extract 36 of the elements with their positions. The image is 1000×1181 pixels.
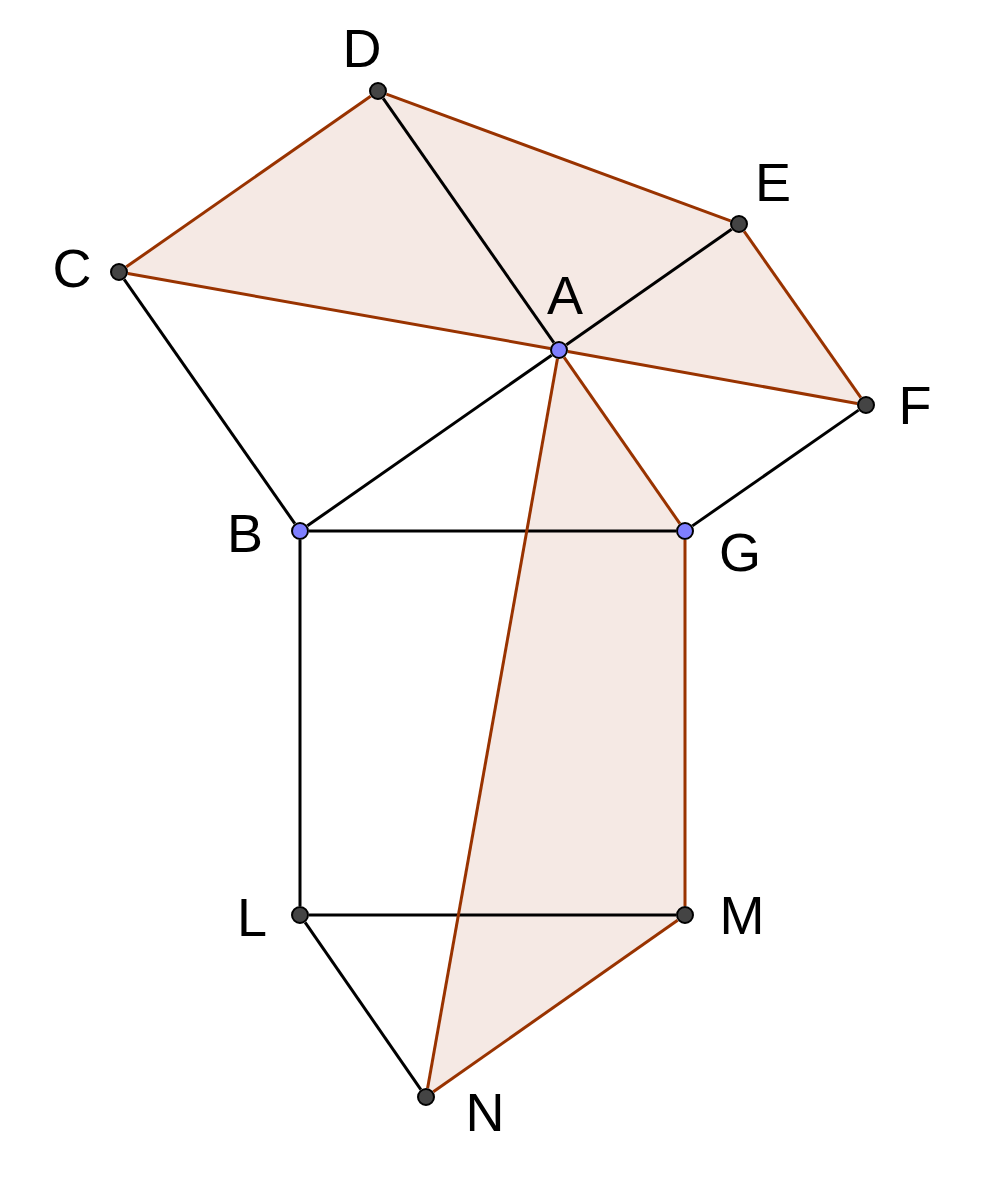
point-label: B (227, 506, 263, 560)
point-label: D (342, 21, 382, 75)
line-segment (298, 540, 302, 906)
line-segment (381, 97, 556, 344)
point-dot (730, 215, 748, 233)
line-segment (562, 356, 682, 525)
line-segment (127, 272, 551, 350)
point-label: C (52, 241, 92, 295)
point-dot (110, 263, 128, 281)
point-dot (676, 906, 694, 924)
line-segment (309, 529, 676, 533)
line-segment (683, 540, 687, 906)
line-segment (125, 94, 372, 269)
point-label: F (898, 378, 932, 432)
line-segment (742, 230, 863, 399)
point-label: M (719, 888, 765, 942)
line-segment (309, 913, 676, 917)
point-label: N (465, 1085, 505, 1139)
line-segment (426, 358, 559, 1089)
point-dot (417, 1088, 435, 1106)
line-segment (567, 350, 858, 405)
line-segment (691, 408, 860, 528)
point-dot (291, 522, 309, 540)
line-segment (303, 921, 423, 1091)
line-segment (306, 353, 553, 528)
line-segment (385, 92, 732, 223)
point-dot (369, 82, 387, 100)
point-label: L (237, 890, 267, 944)
point-dot (857, 396, 875, 414)
point-label: A (547, 268, 583, 322)
line-segment (122, 278, 297, 525)
line-segment (432, 918, 679, 1094)
point-label: E (755, 155, 791, 209)
line-segment (565, 227, 733, 347)
point-label: G (719, 525, 761, 579)
point-dot (291, 906, 309, 924)
